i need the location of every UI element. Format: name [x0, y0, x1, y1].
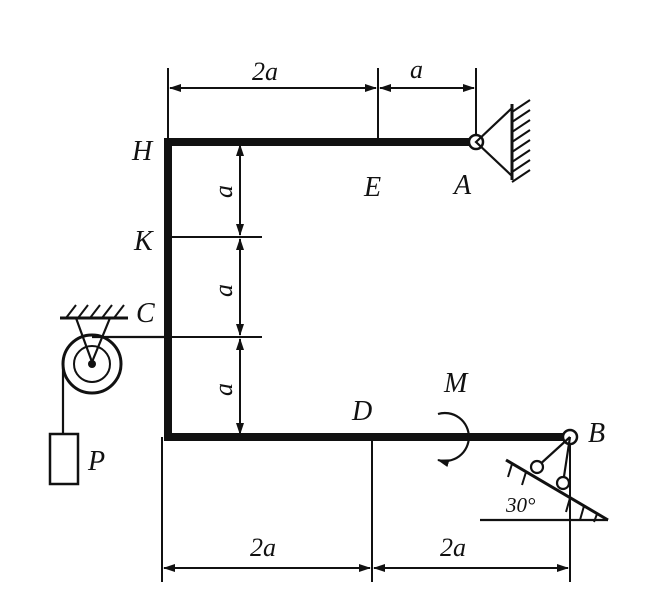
label-load: P [87, 446, 105, 477]
pin-support-a [467, 99, 531, 183]
label-k: K [133, 226, 154, 257]
dimension-labels: 2a a a a a 2a 2a [209, 55, 466, 562]
label-h: H [131, 136, 154, 167]
roller-right-icon [555, 475, 571, 491]
roller-support-b [480, 428, 609, 523]
moment-arc-icon [437, 411, 470, 467]
pulley-assembly [48, 304, 168, 486]
dimensions-bottom [161, 437, 571, 582]
dim-label-vert-lower: a [209, 383, 238, 396]
dim-label-top-left: 2a [252, 57, 278, 86]
label-e: E [363, 172, 381, 203]
point-labels: H E A K C D B M P 30° [87, 136, 605, 517]
dimensions-vertical [168, 144, 262, 435]
dim-label-vert-middle: a [209, 284, 238, 297]
label-d: D [351, 396, 372, 427]
dimensions-top [167, 68, 477, 142]
ceiling-hatch [65, 304, 125, 319]
label-moment: M [443, 368, 469, 399]
roller-left-icon [529, 459, 545, 475]
label-angle: 30° [505, 493, 536, 517]
incline-surface [505, 458, 609, 522]
label-b: B [588, 418, 605, 449]
dim-label-top-right: a [410, 55, 423, 84]
dim-label-vert-upper: a [209, 185, 238, 198]
dim-label-bottom-left: 2a [250, 533, 276, 562]
load-weight-box [48, 432, 80, 486]
dim-label-bottom-right: 2a [440, 533, 466, 562]
frame [164, 138, 574, 441]
wall-hatch-a [511, 99, 531, 183]
pulley-bracket [74, 317, 112, 366]
label-c: C [136, 298, 155, 329]
label-a: A [452, 170, 472, 201]
moment-arrow [437, 411, 470, 467]
